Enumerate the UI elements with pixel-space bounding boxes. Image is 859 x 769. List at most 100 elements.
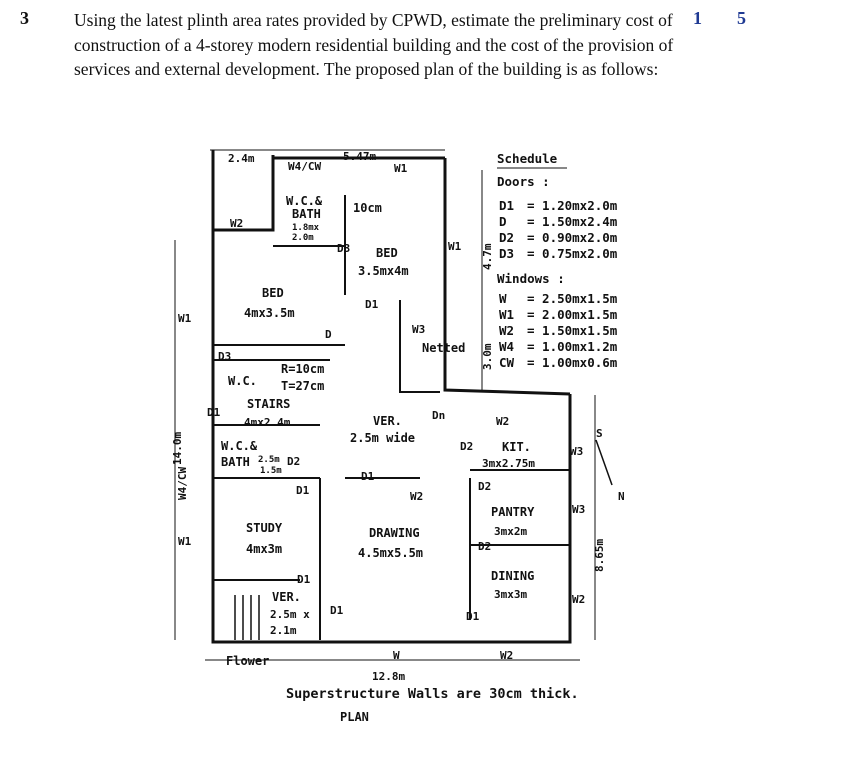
verandah-mid-name: VER. — [373, 414, 402, 428]
tag-d1-study: D1 — [296, 484, 310, 497]
outer-wall-top — [213, 155, 275, 232]
bed1-name: BED — [262, 286, 284, 300]
tag-d1-drawing: D1 — [361, 470, 375, 483]
flower-label: Flower — [226, 654, 269, 668]
tag-d2-kit: D2 — [460, 440, 473, 453]
kitchen-size: 3mx2.75m — [482, 457, 535, 470]
schedule-window-tag: W — [499, 291, 507, 306]
tag-dn-ver: Dn — [432, 409, 445, 422]
verandah-mid-size: 2.5m wide — [350, 431, 415, 445]
wc-mid-label: W.C. — [228, 374, 257, 388]
schedule-door-tag: D — [499, 214, 507, 229]
schedule-window-tag: CW — [499, 355, 515, 370]
bed2-size: 3.5mx4m — [358, 264, 409, 278]
schedule-door-spec: = 1.20mx2.0m — [527, 198, 618, 213]
schedule-windows-header: Windows : — [497, 271, 565, 286]
schedule-door-spec: = 0.90mx2.0m — [527, 230, 618, 245]
verandah-low-name: VER. — [272, 590, 301, 604]
bed1-size: 4mx3.5m — [244, 306, 295, 320]
schedule-window-tag: W4 — [499, 339, 514, 354]
netted-label: Netted — [422, 341, 465, 355]
schedule-window-tag: W1 — [499, 307, 514, 322]
tag-w2-topleft: W2 — [230, 217, 243, 230]
tag-w1-top: W1 — [394, 162, 408, 175]
tag-w3-kit: W3 — [570, 445, 583, 458]
tag-w2-dining: W2 — [572, 593, 585, 606]
schedule-title: Schedule — [497, 151, 558, 166]
pantry-name: PANTRY — [491, 505, 535, 519]
dim-top-left: 2.4m — [228, 152, 255, 165]
wc-bath-top-label: W.C.& — [286, 194, 323, 208]
outer-wall — [211, 150, 572, 644]
wc-bath-low-size2: 1.5m — [260, 466, 282, 476]
pantry-size: 3mx2m — [494, 525, 527, 538]
tag-d3-mid: D3 — [218, 350, 231, 363]
schedule-door-spec: = 0.75mx2.0m — [527, 246, 618, 261]
dim-right-upper-b: 3.0m — [481, 343, 494, 370]
tag-w1-left: W1 — [178, 312, 192, 325]
gap-label: 10cm — [353, 201, 382, 215]
tag-d2-wc: D2 — [287, 455, 300, 468]
tag-d3-top: D3 — [337, 242, 350, 255]
question-text: Using the latest plinth area rates provi… — [74, 10, 674, 79]
dining-name: DINING — [491, 569, 534, 583]
stairs-size: 4mx2.4m — [244, 416, 291, 429]
study-name: STUDY — [246, 521, 283, 535]
tag-d2-pantry: D2 — [478, 480, 491, 493]
stairs-name: STAIRS — [247, 397, 290, 411]
course-outcome: 1 — [693, 8, 702, 28]
tag-d1-ver: D1 — [297, 573, 311, 586]
marks: 5 — [737, 8, 746, 28]
tag-w1-right: W1 — [448, 240, 462, 253]
walls-note: Superstructure Walls are 30cm thick. — [286, 686, 579, 702]
tag-w3-netted: W3 — [412, 323, 425, 336]
verandah-rail — [234, 595, 260, 640]
dim-top-mid: 5.47m — [343, 150, 376, 163]
tag-w2-kit: W2 — [496, 415, 509, 428]
schedule-doors-header: Doors : — [497, 174, 550, 189]
drawing-size: 4.5mx5.5m — [358, 546, 423, 560]
dim-right-upper-a: 4.7m — [481, 243, 494, 270]
dim-right-lower: 8.65m — [593, 539, 606, 572]
wc-bath-low-size: 2.5m — [258, 455, 280, 465]
tag-w4cw-left: W4/CW — [176, 467, 189, 500]
schedule-window-spec: = 1.00mx0.6m — [527, 355, 618, 370]
verandah-low-size: 2.5m x — [270, 608, 310, 621]
schedule-door-spec: = 1.50mx2.4m — [527, 214, 618, 229]
wc-bath-top-size: 1.8mx — [292, 223, 320, 233]
schedule-window-spec: = 1.00mx1.2m — [527, 339, 618, 354]
upper-right-wall — [443, 158, 571, 396]
study-size: 4mx3m — [246, 542, 282, 556]
tag-w4cw-top: W4/CW — [288, 160, 321, 173]
schedule-door-tag: D1 — [499, 198, 514, 213]
bed2-name: BED — [376, 246, 398, 260]
plan-label: PLAN — [340, 710, 369, 724]
tag-d2-dining: D2 — [478, 540, 491, 553]
schedule-window-spec: = 1.50mx1.5m — [527, 323, 618, 338]
schedule-door-tag: D3 — [499, 246, 514, 261]
netted-wall — [399, 300, 440, 393]
drawing-name: DRAWING — [369, 526, 420, 540]
tread-label: T=27cm — [281, 379, 324, 393]
wc-bath-top-label2: BATH — [292, 207, 321, 221]
wc-bath-low-label: W.C.& — [221, 439, 258, 453]
tag-w2-drawing: W2 — [410, 490, 423, 503]
riser-label: R=10cm — [281, 362, 324, 376]
verandah-low-size2: 2.1m — [270, 624, 297, 637]
dining-size: 3mx3m — [494, 588, 527, 601]
schedule-door-tag: D2 — [499, 230, 514, 245]
tag-d-bed1: D — [325, 328, 332, 341]
tag-d1-dining: D1 — [466, 610, 480, 623]
tag-d1-bed: D1 — [365, 298, 379, 311]
tag-north: N — [618, 490, 625, 503]
schedule-window-spec: = 2.00mx1.5m — [527, 307, 618, 322]
tag-south: S — [596, 427, 603, 440]
tag-w3-pantry: W3 — [572, 503, 585, 516]
tag-d1-verlow: D1 — [330, 604, 344, 617]
tag-d1-stairs: D1 — [207, 406, 221, 419]
schedule-window-spec: = 2.50mx1.5m — [527, 291, 618, 306]
schedule-window-tag: W2 — [499, 323, 514, 338]
north-arrow — [595, 439, 613, 486]
